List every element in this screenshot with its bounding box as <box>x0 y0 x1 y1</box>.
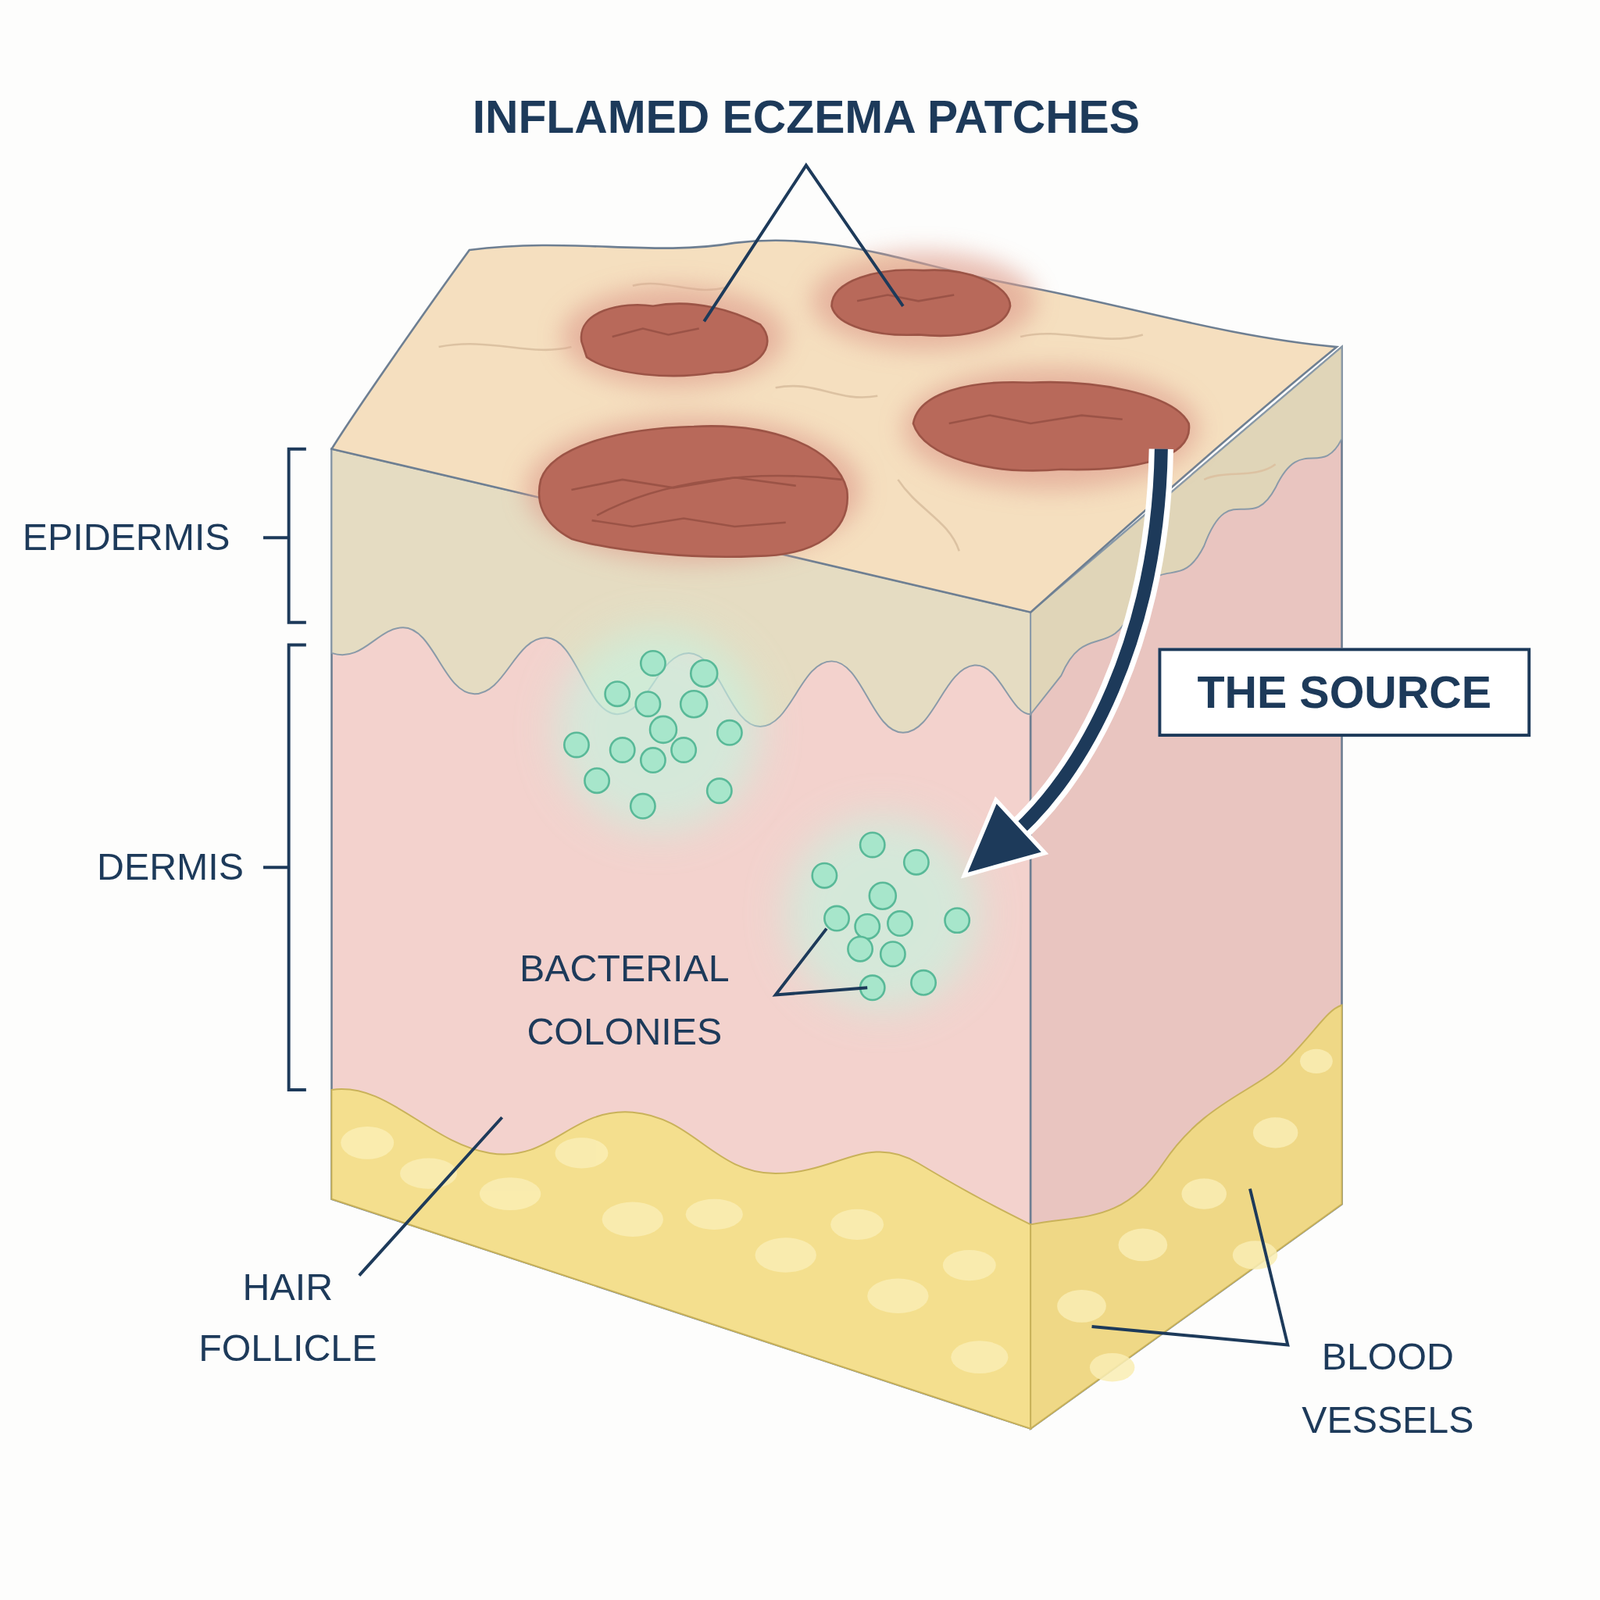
dermis-front <box>331 449 1031 1429</box>
skin-surface <box>331 240 1337 613</box>
fat-layer-side <box>1030 1005 1342 1429</box>
source-arrow <box>964 449 1161 876</box>
part-label: DERMIS <box>96 844 271 890</box>
part-label: BLOOD VESSELS <box>1280 1325 1495 1453</box>
leader-lines <box>263 165 1288 1346</box>
fat-layer-front <box>331 1089 1031 1429</box>
heading-label: INFLAMED ECZEMA PATCHES <box>346 89 1266 146</box>
callout-text: THE SOURCE <box>1196 667 1492 718</box>
callout-box: THE SOURCE <box>1157 647 1531 737</box>
part-label: EPIDERMIS <box>22 515 268 561</box>
part-label: BACTERIAL COLONIES <box>486 937 763 1065</box>
fat-cells <box>340 1049 1333 1383</box>
eczema-patches <box>525 252 1200 564</box>
part-label: HAIR FOLLICLE <box>170 1257 405 1380</box>
